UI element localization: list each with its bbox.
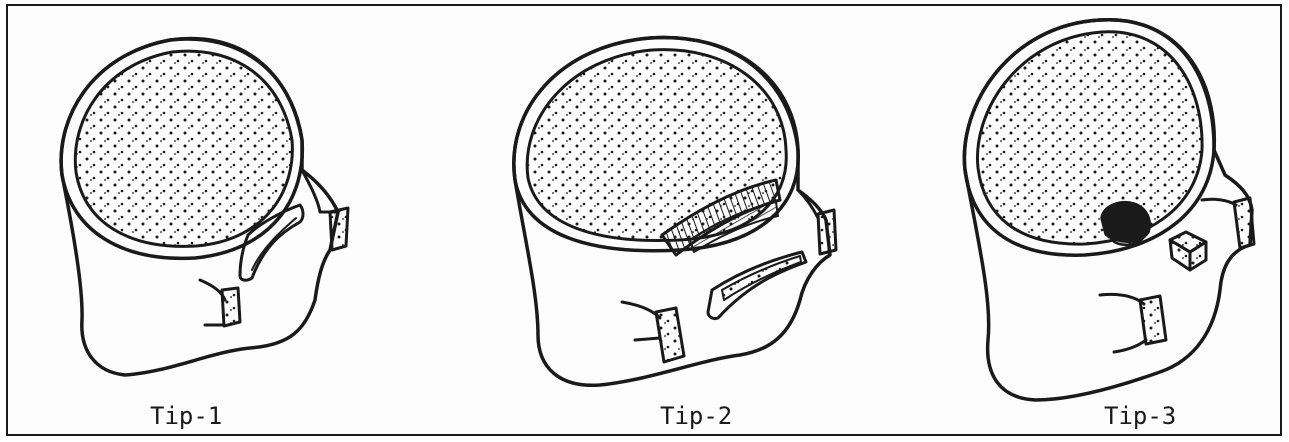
tip3-pedicle-left xyxy=(1100,294,1144,304)
tip2-pedicle-left xyxy=(622,302,660,318)
tip3-facet-left xyxy=(1140,296,1166,344)
tip2-facet-right xyxy=(818,210,836,254)
tip3-facet-right xyxy=(1234,198,1254,248)
tip2-drawing xyxy=(514,37,836,385)
tip3-pedicle-left-b xyxy=(1114,340,1146,352)
tip2-pedicle-left-b xyxy=(635,338,660,340)
caption-tip-2: Tip-2 xyxy=(660,402,732,430)
tip1-endplate xyxy=(75,51,292,246)
tip1-facet-right xyxy=(330,208,348,250)
tip3-pedicle-right xyxy=(1202,199,1236,205)
tip1-drawing xyxy=(61,38,348,375)
tip1-facet-left xyxy=(222,288,240,326)
caption-tip-1: Tip-1 xyxy=(150,402,222,430)
tip2-facet-left xyxy=(656,308,684,362)
tip3-drawing xyxy=(964,20,1254,400)
caption-tip-3: Tip-3 xyxy=(1104,402,1176,430)
tip3-endplate xyxy=(977,32,1202,244)
